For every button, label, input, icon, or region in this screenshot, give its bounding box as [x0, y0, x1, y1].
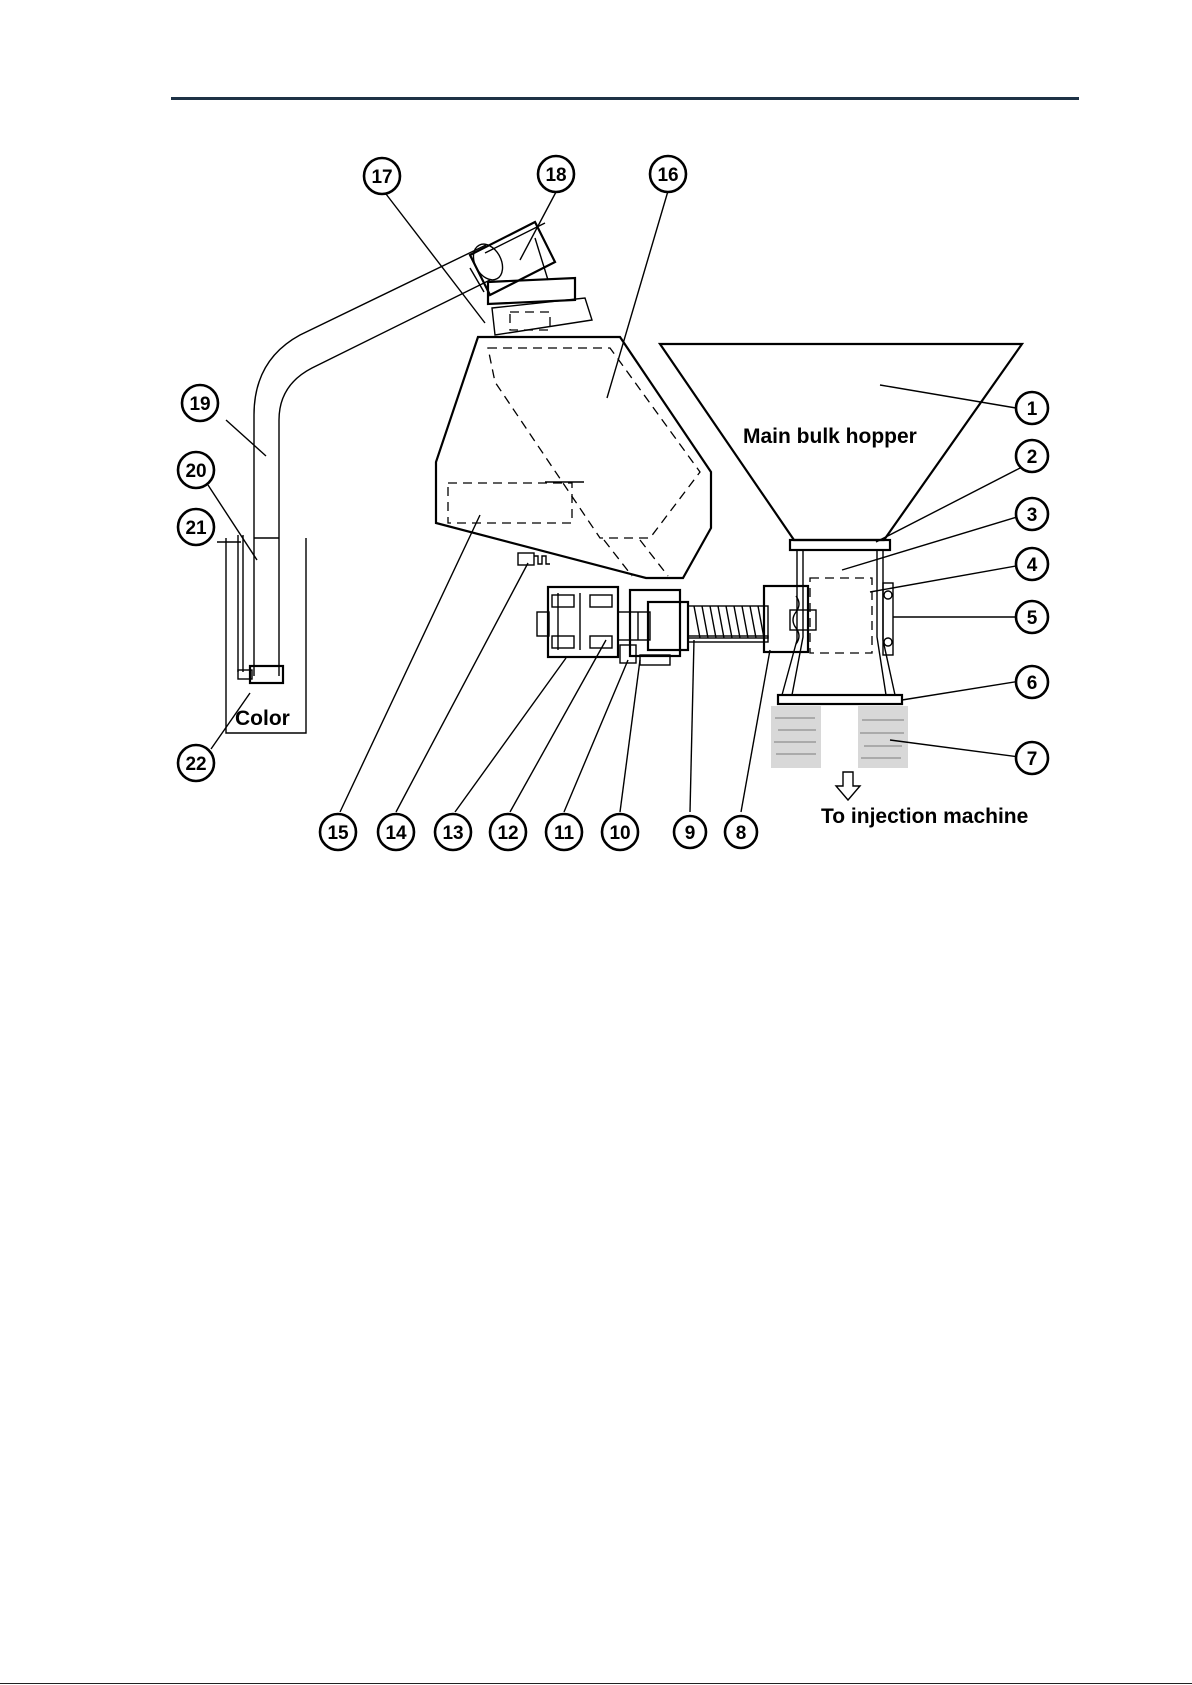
callout-7: 7 [1016, 742, 1048, 774]
callout-19: 19 [182, 385, 218, 421]
callout-16: 16 [650, 156, 686, 192]
callout-5: 5 [1016, 601, 1048, 633]
svg-text:9: 9 [685, 823, 696, 844]
callout-13: 13 [435, 814, 471, 850]
callout-4: 4 [1016, 548, 1048, 580]
callout-17: 17 [364, 158, 400, 194]
svg-text:17: 17 [371, 167, 392, 188]
svg-text:18: 18 [545, 165, 566, 186]
footer-rule [0, 1683, 1192, 1684]
svg-text:7: 7 [1027, 749, 1038, 770]
svg-text:10: 10 [609, 823, 630, 844]
gear-coupling [618, 602, 688, 650]
callout-11: 11 [546, 814, 582, 850]
callouts: 1 2 3 4 5 6 7 8 9 10 11 12 13 14 15 16 1… [178, 156, 1048, 850]
callout-22: 22 [178, 745, 214, 781]
color-label: Color [235, 707, 290, 730]
svg-text:15: 15 [327, 823, 349, 844]
svg-text:13: 13 [442, 823, 463, 844]
callout-9: 9 [674, 816, 706, 848]
callout-2: 2 [1016, 440, 1048, 472]
dosing-motor [537, 587, 618, 657]
machine-throat [771, 706, 908, 768]
callout-6: 6 [1016, 666, 1048, 698]
air-lance [238, 535, 252, 679]
callout-20: 20 [178, 452, 214, 488]
level-sensor [518, 553, 550, 565]
svg-text:6: 6 [1027, 673, 1038, 694]
down-arrow-icon [836, 772, 860, 800]
svg-text:21: 21 [185, 518, 207, 539]
callout-21: 21 [178, 509, 214, 545]
callout-18: 18 [538, 156, 574, 192]
svg-text:12: 12 [497, 823, 518, 844]
hopper-neck [778, 540, 902, 704]
svg-text:20: 20 [185, 461, 206, 482]
callout-3: 3 [1016, 498, 1048, 530]
svg-text:16: 16 [657, 165, 678, 186]
svg-text:3: 3 [1027, 505, 1038, 526]
mini-hopper [436, 337, 711, 578]
main-hopper: Main bulk hopper [660, 344, 1022, 540]
svg-text:5: 5 [1027, 608, 1038, 629]
svg-text:8: 8 [736, 823, 747, 844]
svg-text:22: 22 [185, 754, 206, 775]
suction-tube [250, 239, 508, 683]
svg-text:11: 11 [554, 823, 575, 844]
svg-text:14: 14 [385, 823, 407, 844]
main-hopper-label: Main bulk hopper [743, 425, 917, 448]
callout-10: 10 [602, 814, 638, 850]
svg-text:1: 1 [1027, 399, 1038, 420]
screw-flange [764, 586, 816, 652]
callout-1: 1 [1016, 392, 1048, 424]
callout-8: 8 [725, 816, 757, 848]
callout-15: 15 [320, 814, 356, 850]
svg-text:4: 4 [1027, 555, 1038, 576]
callout-14: 14 [378, 814, 414, 850]
callout-12: 12 [490, 814, 526, 850]
dosing-screw [688, 606, 768, 642]
svg-text:19: 19 [189, 394, 210, 415]
destination-label: To injection machine [821, 805, 1028, 828]
svg-text:2: 2 [1027, 447, 1038, 468]
